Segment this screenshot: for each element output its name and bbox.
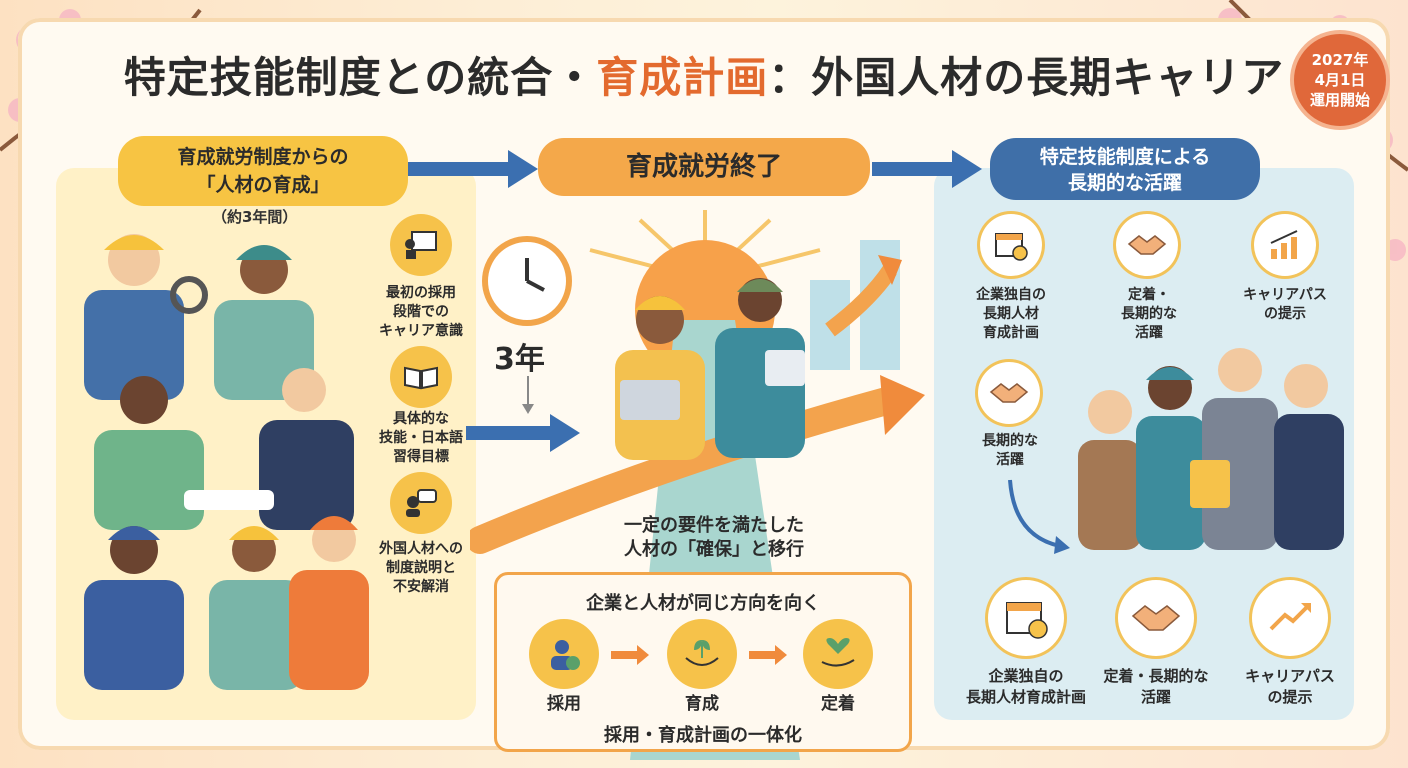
step-arrow-2 — [749, 645, 787, 665]
title-part2: ：外国人材の長期キャリア — [768, 53, 1285, 102]
right-top-item-2-line2: 長期的な — [1121, 306, 1177, 322]
curved-arrow-icon — [1008, 479, 1070, 554]
handshake-icon — [1116, 214, 1178, 276]
alignment-box-title: 企業と人材が同じ方向を向く — [586, 593, 820, 614]
right-top-item-1-line3: 育成計画 — [983, 325, 1039, 341]
step-retain: 定着 — [821, 694, 855, 714]
right-bottom-item-1-line2: 長期人材育成計画 — [965, 688, 1086, 706]
right-top-item-2-line3: 活躍 — [1135, 325, 1163, 341]
left-item-2-line1: 具体的な — [393, 411, 449, 427]
right-top-item-1: 企業独自の 長期人材 育成計画 — [952, 286, 1070, 343]
left-item-2-line2: 技能・日本語 — [379, 430, 463, 446]
left-heading: 育成就労制度からの 「人材の育成」 — [118, 136, 408, 206]
flow-arrow-2 — [872, 150, 982, 188]
right-top-item-3: キャリアパス の提示 — [1222, 286, 1348, 324]
transition-caption-line1: 一定の要件を満たした — [624, 515, 804, 536]
right-heading-line2: 長期的な活躍 — [1067, 172, 1182, 194]
person-check-icon — [529, 619, 599, 689]
chat-person-icon — [390, 472, 452, 534]
badge-year: 2027年 — [1311, 51, 1369, 69]
start-date-badge: 2027年 4月1日 運用開始 — [1294, 34, 1386, 126]
growth-arrow-icon — [880, 375, 925, 435]
handshake-icon-2 — [978, 362, 1040, 424]
presentation-icon — [390, 214, 452, 276]
alignment-box-footer: 採用・育成計画の一体化 — [604, 725, 802, 746]
graduates-illustration — [615, 278, 805, 460]
right-top-item-2: 定着・ 長期的な 活躍 — [1090, 286, 1208, 343]
right-bottom-item-2: 定着・長期的な 活躍 — [1086, 666, 1226, 708]
flow-arrow-3 — [466, 414, 580, 452]
right-heading-line1: 特定技能制度による — [1039, 146, 1211, 168]
right-heading: 特定技能制度による 長期的な活躍 — [990, 138, 1260, 200]
badge-date: 4月1日 — [1314, 71, 1366, 89]
transition-caption: 一定の要件を満たした 人材の「確保」と移行 — [584, 514, 844, 562]
right-top-item-3-line1: キャリアパス — [1243, 287, 1327, 303]
right-bottom-item-3-line2: の提示 — [1267, 688, 1313, 706]
right-top-item-2-line1: 定着・ — [1128, 287, 1170, 303]
calendar-icon — [980, 214, 1042, 276]
right-top-item-3-line2: の提示 — [1264, 306, 1306, 322]
alignment-box: 企業と人材が同じ方向を向く 採用 育成 定着 採用・育成計画の一体化 — [494, 572, 912, 752]
title-part1: 特定技能制度との統合・ — [123, 53, 597, 102]
down-arrow-icon — [522, 376, 534, 414]
left-item-3-line2: 制度説明と — [386, 560, 456, 576]
left-item-3-line3: 不安解消 — [393, 579, 449, 595]
trend-up-icon — [1252, 580, 1328, 656]
left-duration: （約3年間） — [212, 208, 298, 226]
left-item-1-line1: 最初の採用 — [386, 285, 456, 301]
clock-icon — [482, 236, 572, 326]
right-mid-item-line2: 活躍 — [996, 452, 1024, 468]
left-item-1: 最初の採用 段階での キャリア意識 — [365, 284, 477, 341]
gear-icon — [170, 276, 208, 314]
left-heading-line1: 育成就労制度からの — [177, 146, 349, 168]
duration-years: 3年 — [494, 342, 545, 377]
right-bottom-item-1: 企業独自の 長期人材育成計画 — [940, 666, 1112, 708]
calendar-icon-2 — [988, 580, 1064, 656]
right-bottom-item-1-line1: 企業独自の — [988, 667, 1064, 685]
right-top-item-1-line1: 企業独自の — [976, 287, 1046, 303]
step-develop: 育成 — [685, 694, 719, 714]
workers-illustration — [84, 234, 369, 690]
left-item-3-line1: 外国人材への — [379, 541, 463, 557]
transition-caption-line2: 人材の「確保」と移行 — [624, 539, 804, 560]
right-top-item-1-line2: 長期人材 — [983, 306, 1039, 322]
left-item-1-line3: キャリア意識 — [379, 323, 463, 339]
heart-hand-icon — [803, 619, 873, 689]
sprout-hands-icon — [667, 619, 737, 689]
book-icon — [390, 346, 452, 408]
step-recruit: 採用 — [547, 694, 581, 714]
handshake-icon-3 — [1118, 580, 1194, 656]
right-bottom-item-2-line2: 活躍 — [1140, 688, 1171, 706]
step-arrow-1 — [611, 645, 649, 665]
left-item-1-line2: 段階での — [393, 304, 449, 320]
right-bottom-item-3: キャリアパス の提示 — [1228, 666, 1352, 708]
chart-up-icon — [1254, 214, 1316, 276]
team-illustration — [1078, 348, 1344, 550]
left-item-2-line3: 習得目標 — [393, 449, 449, 465]
middle-heading: 育成就労終了 — [538, 138, 870, 196]
badge-label: 運用開始 — [1309, 91, 1370, 109]
page-title: 特定技能制度との統合・育成計画：外国人材の長期キャリア — [0, 44, 1408, 105]
flow-arrow-1 — [408, 150, 538, 188]
left-heading-line2: 「人材の育成」 — [196, 174, 330, 196]
right-bottom-item-3-line1: キャリアパス — [1245, 667, 1335, 685]
right-mid-item-line1: 長期的な — [982, 433, 1038, 449]
left-item-3: 外国人材への 制度説明と 不安解消 — [362, 540, 480, 597]
right-mid-item: 長期的な 活躍 — [960, 432, 1060, 470]
right-bottom-item-2-line1: 定着・長期的な — [1103, 667, 1209, 685]
left-item-2: 具体的な 技能・日本語 習得目標 — [365, 410, 477, 467]
title-highlight: 育成計画 — [596, 53, 769, 102]
